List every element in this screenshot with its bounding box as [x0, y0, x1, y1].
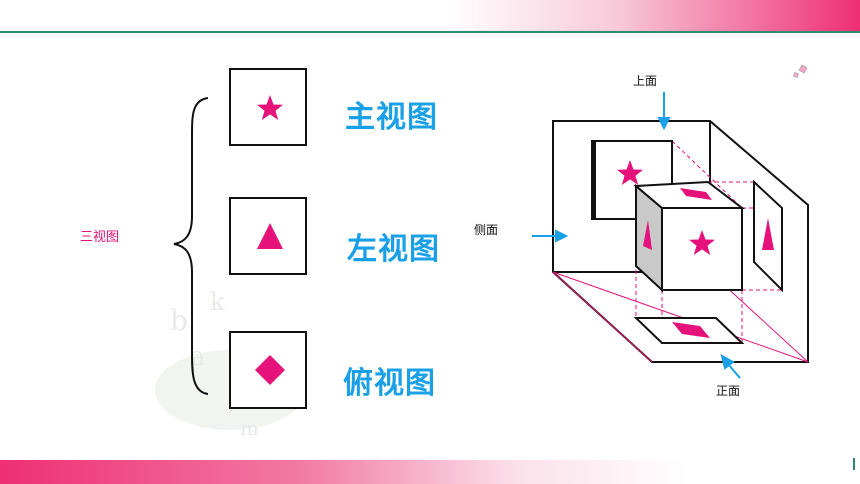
top-face-label: 上面 — [633, 74, 658, 88]
diamond-icon — [255, 355, 285, 385]
curly-brace — [173, 97, 209, 395]
svg-text:m: m — [240, 416, 259, 440]
cube-side-triangle-icon — [643, 220, 652, 250]
floor-diamond-icon — [672, 322, 710, 338]
star-icon — [257, 95, 283, 120]
header-gradient-bar — [0, 0, 860, 32]
triangle-icon — [257, 223, 283, 249]
back-star-icon — [617, 160, 643, 185]
front-face-label: 正面 — [716, 384, 741, 398]
left-view-box — [229, 197, 307, 275]
projection-diagram — [532, 64, 809, 379]
cube-top-diamond-icon — [680, 188, 712, 200]
left-view-label: 左视图 — [347, 232, 440, 267]
three-views-label: 三视图 — [80, 230, 120, 245]
cube-front-star-icon — [689, 230, 715, 255]
svg-text:b: b — [170, 304, 188, 337]
front-view-label: 主视图 — [345, 100, 438, 135]
front-view-box — [229, 68, 307, 146]
header-divider — [0, 31, 860, 33]
side-face-label: 侧面 — [474, 223, 499, 237]
front-arrow — [727, 363, 741, 379]
top-view-label: 俯视图 — [343, 366, 436, 401]
top-view-box — [229, 331, 307, 409]
footer-gradient-bar — [0, 460, 860, 484]
footer-mark — [853, 458, 855, 470]
svg-text:a: a — [190, 342, 206, 372]
side-triangle-icon — [762, 218, 774, 250]
svg-text:k: k — [210, 288, 225, 316]
